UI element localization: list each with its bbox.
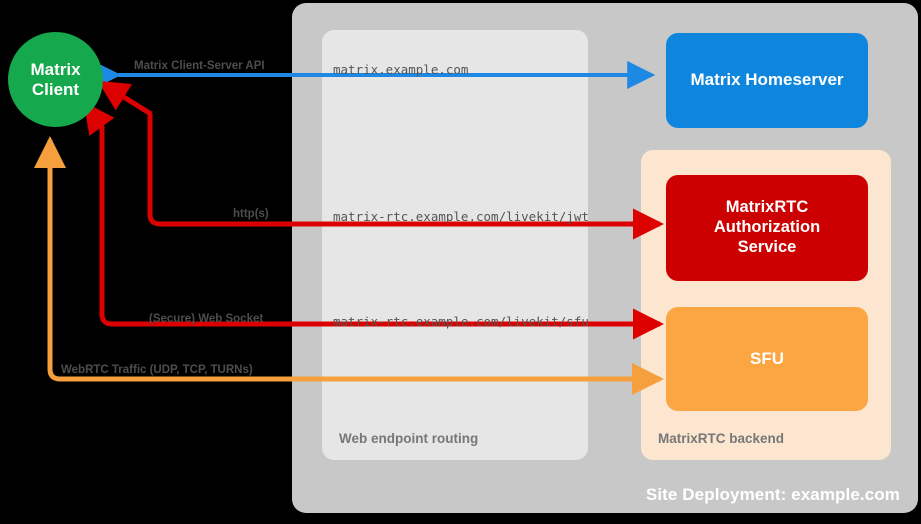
matrixrtc-auth-label: MatrixRTC Authorization Service: [714, 198, 820, 257]
site-deployment-label: Site Deployment: example.com: [645, 485, 900, 504]
node-sfu[interactable]: SFU: [666, 307, 868, 411]
matrix-client-label-line1: Matrix: [30, 59, 81, 79]
endpoint-label-livekit-jwt: matrix-rtc.example.com/livekit/jwt: [333, 209, 589, 224]
node-matrix-client[interactable]: Matrix Client: [8, 32, 103, 127]
matrixrtc-auth-label-line3: Service: [737, 237, 797, 256]
edge-label-webrtc-traffic: WebRTC Traffic (UDP, TCP, TURNs): [61, 364, 253, 376]
edge-label-secure-web-socket: (Secure) Web Socket: [149, 313, 264, 325]
matrixrtc-auth-label-line2: Authorization: [713, 218, 821, 237]
endpoint-label-livekit-sfu: matrix-rtc.example.com/livekit/sfu: [333, 314, 589, 329]
endpoint-label-matrix-example-com: matrix.example.com: [333, 62, 469, 77]
node-matrixrtc-authorization-service[interactable]: MatrixRTC Authorization Service: [666, 175, 868, 281]
sfu-label: SFU: [750, 348, 784, 368]
matrix-homeserver-label: Matrix Homeserver: [690, 70, 844, 90]
web-endpoint-routing-label: Web endpoint routing: [339, 431, 479, 446]
container-web-endpoint-routing: Web endpoint routing: [322, 30, 588, 460]
matrix-client-label-line2: Client: [31, 79, 80, 99]
matrix-client-label: Matrix Client: [30, 60, 80, 99]
node-matrix-homeserver[interactable]: Matrix Homeserver: [666, 33, 868, 128]
matrixrtc-backend-label: MatrixRTC backend: [658, 431, 785, 446]
edge-label-matrix-client-server-api: Matrix Client-Server API: [134, 60, 265, 72]
edge-label-https: http(s): [233, 208, 269, 220]
matrixrtc-auth-label-line1: MatrixRTC: [725, 198, 809, 217]
